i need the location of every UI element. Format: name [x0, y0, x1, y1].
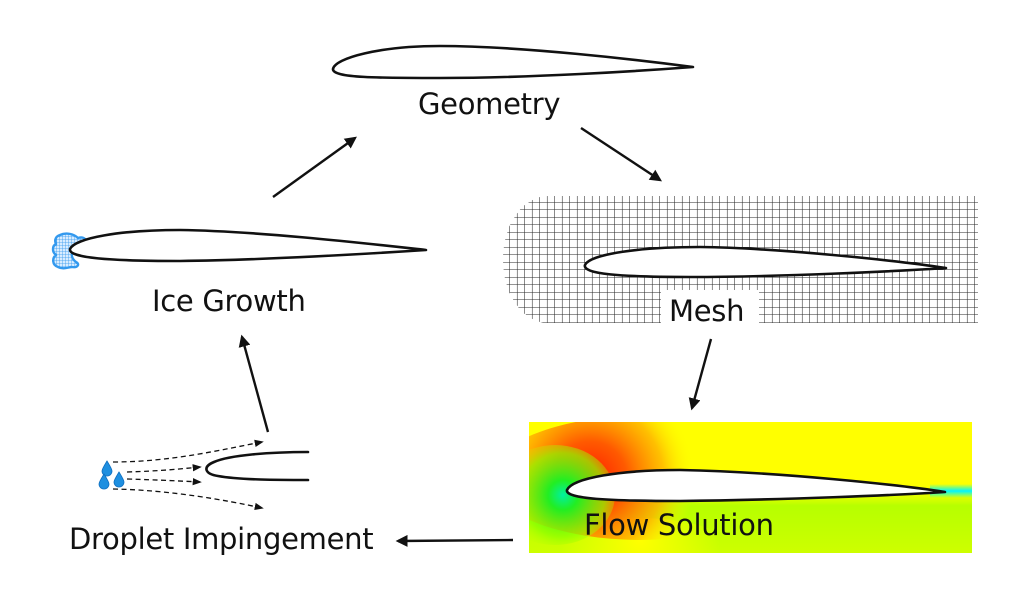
ice-airfoil — [68, 228, 428, 263]
arrow-droplet-to-ice — [238, 334, 270, 433]
trajectory-line — [126, 464, 202, 473]
ice-growth-stage — [51, 228, 428, 270]
water-droplet-icon — [98, 460, 125, 490]
trajectory-line — [112, 439, 264, 463]
mesh-airfoil — [583, 245, 948, 279]
flow-solution-label: Flow Solution — [584, 508, 774, 542]
trajectory-line — [112, 488, 264, 511]
flow-airfoil — [565, 468, 947, 503]
arrow-mesh-to-flow — [688, 338, 713, 411]
leading-edge-airfoil — [205, 450, 310, 482]
mesh-stage — [502, 196, 978, 326]
arrow-geometry-to-mesh — [580, 126, 663, 182]
droplet-impingement-label: Droplet Impingement — [69, 522, 374, 556]
droplet — [101, 460, 113, 477]
geometry-stage — [331, 44, 695, 80]
droplet-impingement-stage — [98, 439, 310, 511]
droplet — [98, 473, 110, 490]
geometry-label: Geometry — [418, 87, 561, 121]
trajectory-line — [126, 478, 202, 486]
droplet — [113, 471, 125, 488]
arrow-ice-to-geometry — [272, 136, 357, 198]
ice-growth-label: Ice Growth — [152, 284, 306, 318]
geometry-airfoil — [331, 44, 695, 80]
cycle-arrows — [238, 126, 713, 547]
droplet-trajectories — [112, 439, 264, 511]
flow-solution-stage — [529, 422, 972, 553]
mesh-label-box — [661, 290, 759, 326]
mesh-label: Mesh — [669, 294, 745, 328]
arrow-flow-to-droplet — [395, 534, 514, 547]
